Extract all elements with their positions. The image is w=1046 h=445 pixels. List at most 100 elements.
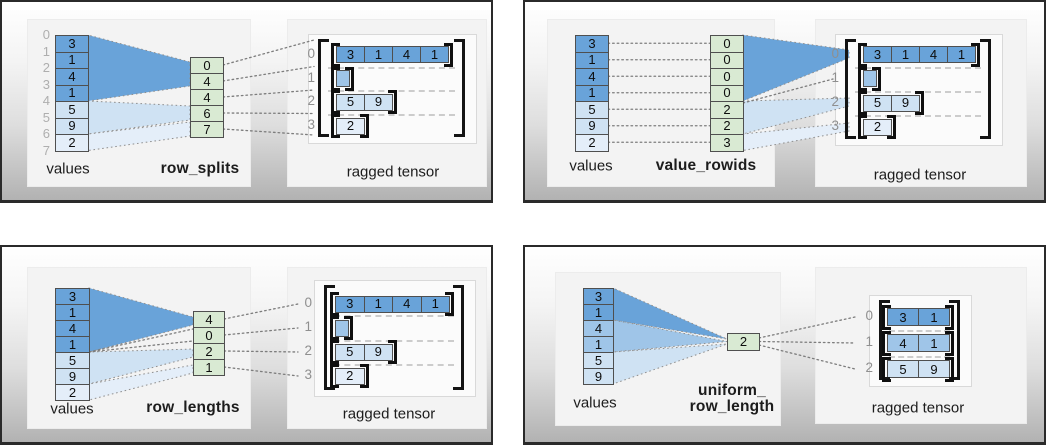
values-cell: 5 [583,352,614,369]
row-bracket-left [882,356,891,382]
tensor-empty-cell [863,70,877,87]
param-cell: 0 [190,57,224,74]
tensor-cell: 3 [887,308,919,326]
row-bracket-left [858,66,867,91]
tensor-cell: 4 [919,46,948,63]
tensor-outer-bracket-right [453,285,464,390]
row-separator [328,113,455,116]
tensor-cell: 3 [863,46,892,63]
values-cell: 1 [55,84,89,102]
row-separator [855,114,981,117]
row-index-label: 0 [831,45,839,61]
param-cell: 6 [190,105,224,122]
row-bracket-right [359,364,369,388]
tensor-cell: 5 [335,343,365,361]
row-index-label: 2 [865,360,873,375]
param-label: row_length [689,398,775,415]
row-bracket-left [331,90,340,114]
tensor-cell: 9 [891,94,920,112]
tensor-outer-bracket-right [980,39,991,139]
param-label: row_splits [160,160,240,177]
row-separator [334,364,454,366]
tensor-cell: 5 [336,93,365,111]
ragged-tensor-label: ragged tensor [342,405,436,423]
row-separator [334,315,454,317]
tensor-outer-bracket-right [949,300,960,380]
values-cell: 4 [55,320,90,337]
row-bracket-right [945,330,954,356]
tensor-empty-cell [335,319,349,337]
values-cell: 9 [575,117,609,135]
values-cell: 1 [583,336,614,353]
values-cell: 1 [583,304,614,321]
row-bracket-right [444,42,453,67]
value-index-label: 3 [42,76,50,92]
values-cell: 1 [55,336,90,353]
row-bracket-left [330,340,339,364]
row-bracket-right [915,91,924,115]
values-label: values [573,394,617,412]
param-cell: 2 [710,101,744,119]
row-bracket-right [388,340,397,364]
param-cell: 4 [193,311,225,328]
row-index-label: 1 [865,334,873,349]
values-cell: 3 [575,35,609,53]
row-bracket-left [858,91,867,115]
values-cell: 1 [575,51,609,69]
row-bracket-right [445,292,454,316]
row-bracket-right [945,356,954,382]
values-cell: 2 [575,134,609,152]
param-cell: 4 [190,73,224,90]
tensor-cell: 1 [420,46,449,63]
values-cell: 4 [583,320,614,337]
tensor-cell: 9 [918,360,950,378]
tensor-cell: 1 [363,295,393,313]
value-index-label: 2 [42,60,50,75]
values-cell: 3 [55,35,89,53]
tensor-cell: 5 [863,94,892,112]
tensor-cell: 9 [364,93,393,111]
param-cell: 0 [710,84,744,102]
param-cell: 0 [710,35,744,53]
tensor-cell: 4 [392,46,421,63]
values-cell: 3 [55,288,90,305]
tensor-cell: 1 [918,334,950,352]
param-cell: 4 [190,89,224,106]
value-index-label: 7 [42,142,50,158]
tensor-cell: 2 [336,117,365,135]
row-bracket-left [858,42,867,67]
row-bracket-left [331,66,340,91]
tensor-empty-cell [336,70,350,87]
values-cell: 2 [55,134,89,152]
row-index-label: 2 [831,94,839,109]
row-index-label: 3 [831,118,839,133]
tensor-cell: 3 [336,46,365,63]
values-label: values [50,400,94,418]
row-index-label: 0 [865,308,873,323]
row-bracket-right [971,42,980,67]
values-cell: 1 [55,51,89,69]
row-index-label: 2 [307,93,315,108]
row-bracket-left [331,114,340,138]
row-bracket-left [330,364,339,388]
values-cell: 5 [575,101,609,119]
tensor-cell: 1 [947,46,976,63]
row-bracket-left [882,330,891,356]
param-cell: 0 [710,51,744,69]
values-cell: 4 [575,68,609,86]
values-cell: 3 [583,288,614,305]
row-separator [328,66,455,69]
values-cell: 9 [583,368,614,385]
param-cell: 0 [710,68,744,86]
param-cell: 2 [710,117,744,135]
param-cell: 0 [193,327,225,344]
row-index-label: 1 [831,69,839,85]
param-label: value_rowids [655,157,757,174]
tensor-cell: 1 [364,46,393,63]
param-cell: 7 [190,121,224,138]
param-cell: 2 [727,333,760,351]
tensor-cell: 4 [392,295,422,313]
